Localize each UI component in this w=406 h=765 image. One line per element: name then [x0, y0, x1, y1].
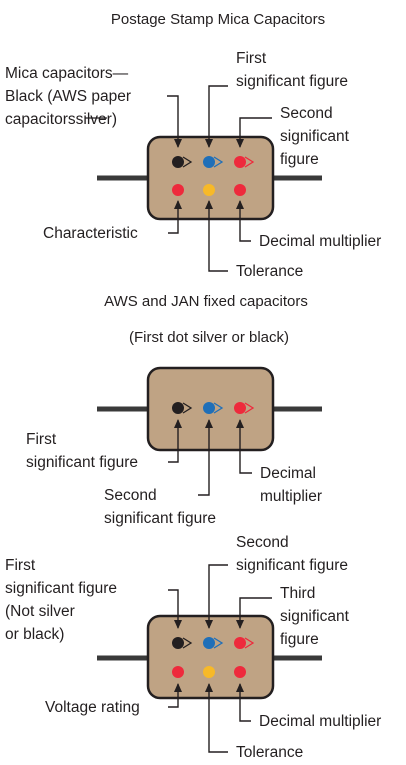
capacitor-body — [146, 135, 275, 221]
label-decimal-multiplier: Decimal multiplier — [259, 233, 381, 250]
pointer-decimal-multiplier — [236, 683, 251, 722]
dot-black-pointer — [172, 637, 193, 649]
dot-red-pointer — [234, 402, 255, 414]
pointer-characteristic — [168, 200, 182, 234]
label-black-aws-paper: Black (AWS paper — [5, 88, 131, 105]
label-second-significant-2: significant figure — [104, 510, 216, 527]
label-first-2: significant figure — [5, 580, 117, 597]
label-second-significant-3: figure — [280, 151, 319, 168]
label-mica-capacitors: Mica capacitors— — [5, 65, 129, 82]
dot-red-pointer — [234, 637, 255, 649]
pointer-tolerance — [205, 683, 228, 753]
pointer-second-significant — [205, 564, 228, 629]
label-voltage-rating: Voltage rating — [45, 699, 140, 716]
pointer-third-significant — [236, 597, 272, 629]
diagram-six-dot: First significant figure (Not silver or … — [5, 534, 381, 761]
dot-yellow — [203, 184, 215, 196]
label-first-significant-2: significant figure — [26, 454, 138, 471]
pointer-first-significant — [168, 419, 182, 463]
capacitor-body — [146, 614, 275, 700]
dot-red — [172, 666, 184, 678]
title-aws-jan: AWS and JAN fixed capacitors — [104, 293, 308, 310]
dot-red — [234, 184, 246, 196]
label-third-3: figure — [280, 631, 319, 648]
label-first-significant-1: First — [26, 431, 57, 448]
dot-black-pointer — [172, 156, 193, 168]
label-second-2: significant figure — [236, 557, 348, 574]
label-first-1: First — [5, 557, 36, 574]
pointer-second-significant — [236, 117, 272, 148]
label-decimal-multiplier: Decimal multiplier — [259, 713, 381, 730]
pointer-first-significant — [168, 589, 182, 629]
label-second-1: Second — [236, 534, 289, 551]
pointer-tolerance — [205, 200, 228, 272]
label-tolerance: Tolerance — [236, 744, 303, 761]
label-first-significant-figure-2: significant figure — [236, 73, 348, 90]
dot-blue-pointer — [203, 402, 224, 414]
diagram-aws-jan: First significant figure Second signific… — [26, 366, 322, 527]
pointer-second-significant — [198, 419, 213, 496]
dot-red — [172, 184, 184, 196]
dot-blue-pointer — [203, 637, 224, 649]
pointer-mica — [167, 95, 182, 148]
dot-black-pointer — [172, 402, 193, 414]
pointer-decimal-multiplier — [236, 419, 252, 474]
label-second-significant-2: significant — [280, 128, 350, 145]
pointer-decimal-multiplier — [236, 200, 251, 242]
dot-blue-pointer — [203, 156, 224, 168]
label-decimal-1: Decimal — [260, 465, 316, 482]
label-second-significant-1: Second — [104, 487, 157, 504]
diagram-postage-stamp-mica: Mica capacitors— Black (AWS paper capaci… — [5, 50, 381, 280]
pointer-first-significant — [205, 85, 228, 148]
title-first-dot-silver-black: (First dot silver or black) — [129, 329, 289, 346]
label-decimal-2: multiplier — [260, 488, 322, 505]
label-first-4: or black) — [5, 626, 64, 643]
label-second-significant-1: Second — [280, 105, 333, 122]
label-first-3: (Not silver — [5, 603, 75, 620]
label-tolerance: Tolerance — [236, 263, 303, 280]
label-capacitors-silver: capacitorssilver) — [5, 111, 117, 128]
dot-red — [234, 666, 246, 678]
label-first-significant-figure-1: First — [236, 50, 267, 67]
label-characteristic: Characteristic — [43, 225, 138, 242]
dot-red-pointer — [234, 156, 255, 168]
dot-yellow — [203, 666, 215, 678]
label-third-1: Third — [280, 585, 315, 602]
title-postage-stamp-mica: Postage Stamp Mica Capacitors — [111, 11, 325, 28]
pointer-voltage-rating — [168, 683, 182, 708]
label-third-2: significant — [280, 608, 350, 625]
